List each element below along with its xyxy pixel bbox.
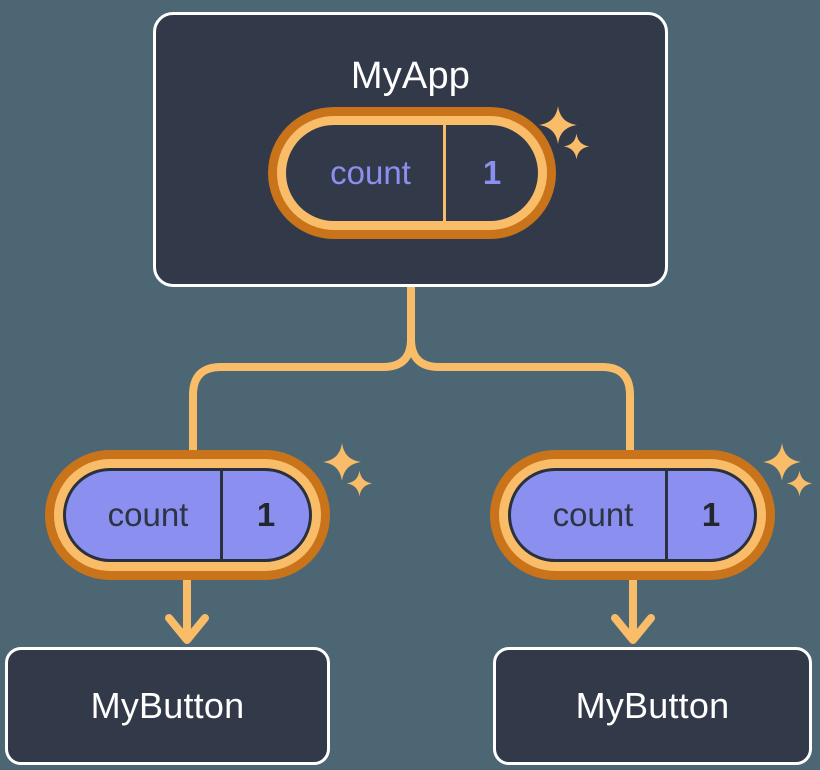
state-pill-child-right[interactable]: count 1 xyxy=(490,450,775,580)
state-key-child-right: count xyxy=(552,496,634,533)
state-key-root: count xyxy=(330,154,411,191)
branch-line-left xyxy=(189,338,415,462)
state-pill-child-left[interactable]: count 1 xyxy=(45,450,330,580)
arrow-head-left xyxy=(165,614,209,644)
sparkle-icon xyxy=(786,470,813,497)
component-label-mybutton-left: MyButton xyxy=(90,685,245,726)
sparkle-icon xyxy=(322,442,362,482)
state-key-child-left: count xyxy=(107,496,189,533)
state-pill-ring: count 1 xyxy=(499,459,766,571)
state-pill-body: count 1 xyxy=(63,468,312,562)
component-label-mybutton-right: MyButton xyxy=(575,685,730,726)
state-pill-ring: count 1 xyxy=(277,116,547,230)
component-card-mybutton-right[interactable]: MyButton xyxy=(493,647,812,765)
state-value-child-right: 1 xyxy=(665,471,754,559)
state-pill-body: count 1 xyxy=(286,125,538,221)
sparkle-icon xyxy=(762,442,802,482)
state-pill-ring: count 1 xyxy=(54,459,321,571)
state-value-root: 1 xyxy=(443,125,538,221)
arrow-head-right xyxy=(611,614,655,644)
component-label-myapp: MyApp xyxy=(350,55,471,97)
state-pill-body: count 1 xyxy=(508,468,757,562)
sparkle-icon xyxy=(346,470,373,497)
branch-line-right xyxy=(407,338,634,462)
state-pill-root[interactable]: count 1 xyxy=(268,107,556,239)
state-value-child-left: 1 xyxy=(220,471,309,559)
component-card-mybutton-left[interactable]: MyButton xyxy=(5,647,330,765)
